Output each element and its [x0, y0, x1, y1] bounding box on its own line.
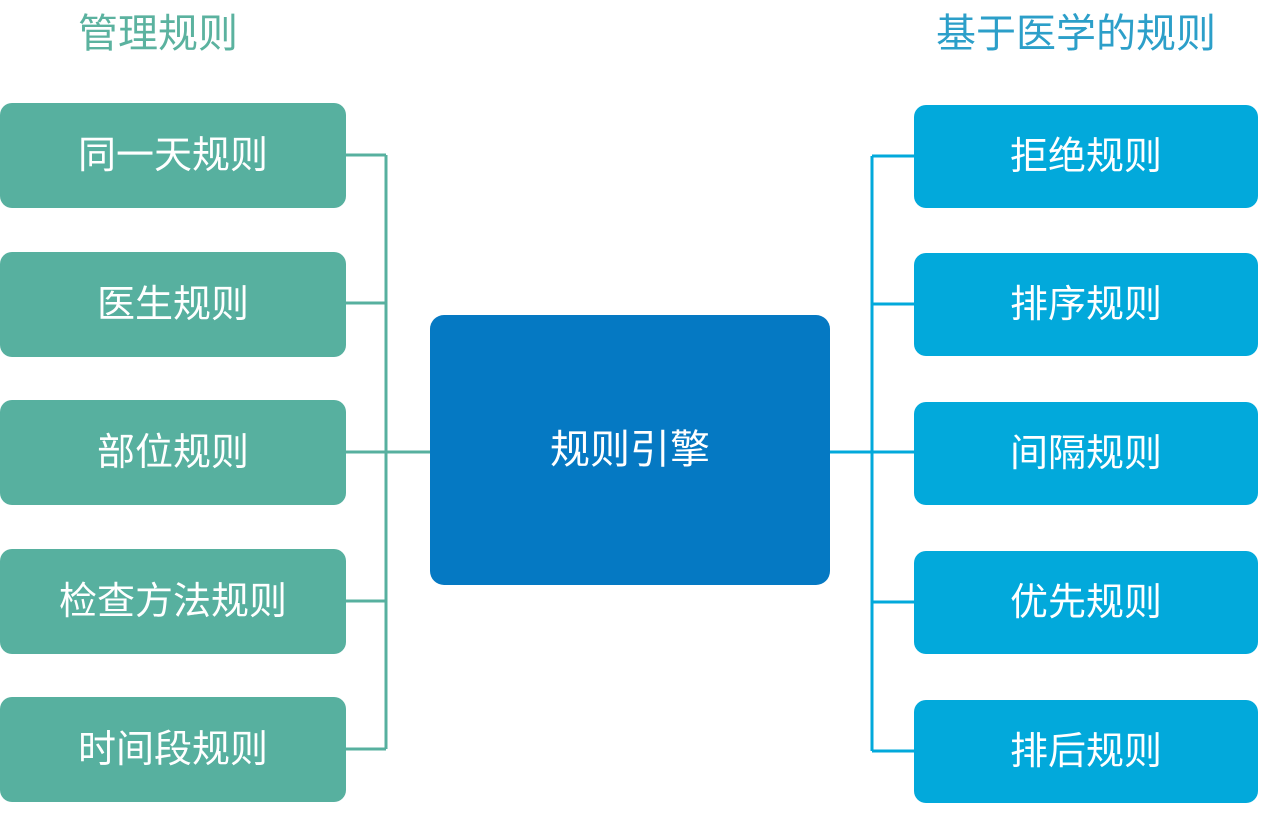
node-right-priority-rule[interactable]: 优先规则: [914, 551, 1258, 654]
node-right-sort-rule[interactable]: 排序规则: [914, 253, 1258, 356]
node-right-defer-rule[interactable]: 排后规则: [914, 700, 1258, 803]
node-left-time-period-rule[interactable]: 时间段规则: [0, 697, 346, 802]
group-heading-administrative: 管理规则: [78, 12, 238, 56]
node-left-exam-method-rule[interactable]: 检查方法规则: [0, 549, 346, 654]
group-heading-medical: 基于医学的规则: [936, 12, 1216, 56]
node-left-same-day-rule[interactable]: 同一天规则: [0, 103, 346, 208]
node-left-doctor-rule[interactable]: 医生规则: [0, 252, 346, 357]
node-left-body-part-rule[interactable]: 部位规则: [0, 400, 346, 505]
node-right-reject-rule[interactable]: 拒绝规则: [914, 105, 1258, 208]
node-right-interval-rule[interactable]: 间隔规则: [914, 402, 1258, 505]
node-center-rule-engine[interactable]: 规则引擎: [430, 315, 830, 585]
